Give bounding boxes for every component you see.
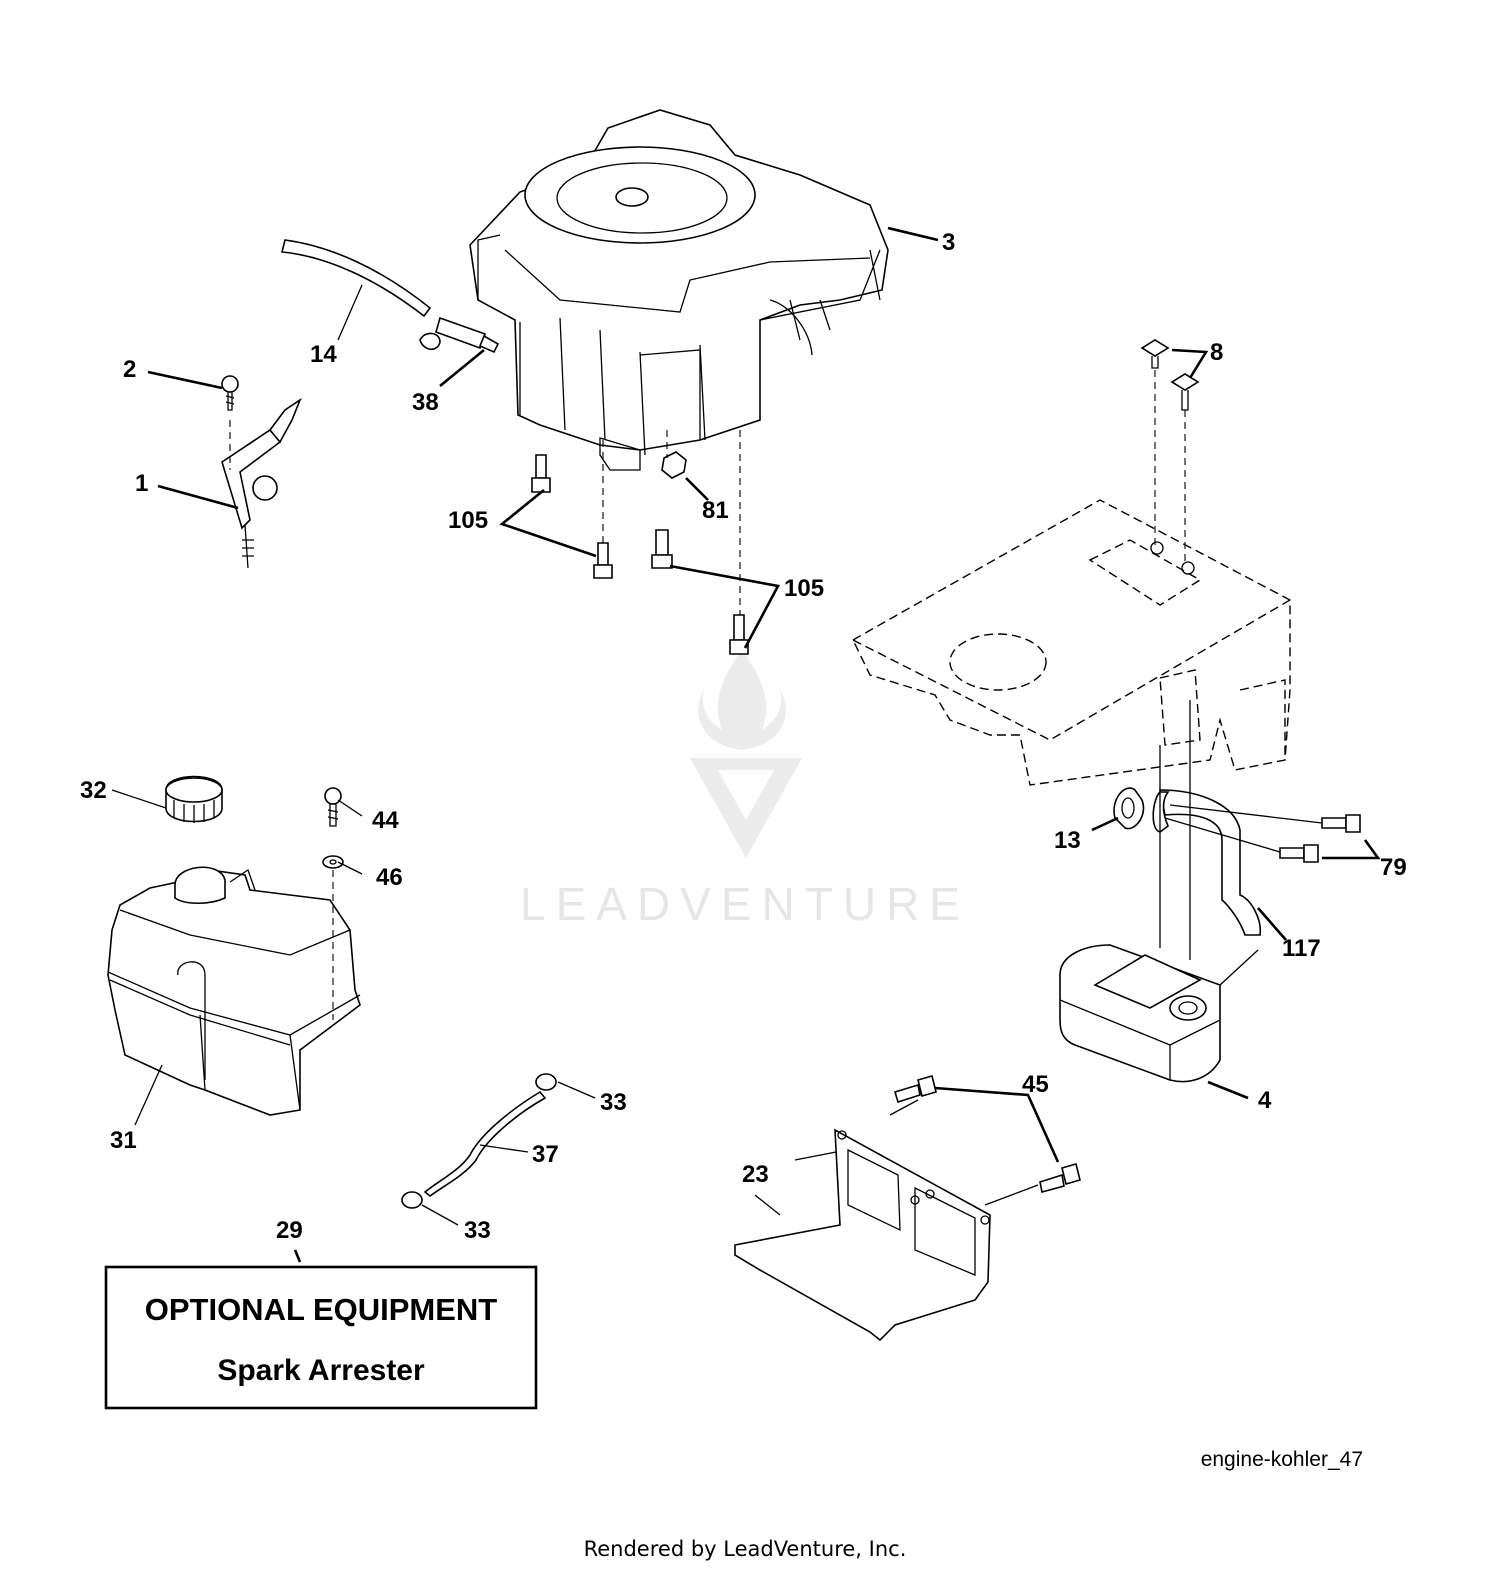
callout-117: 117 [1282,935,1321,962]
callout-leaders [111,226,1381,1263]
bolt-79-b [1279,844,1319,863]
callout-14: 14 [310,341,337,368]
callout-29: 29 [276,1217,303,1244]
fuel-filter-38 [419,316,500,354]
callout-23: 23 [742,1161,769,1188]
bolt-105-b [593,542,613,579]
bolt-45-b [1039,1163,1081,1193]
fuel-cap-32 [165,775,223,823]
callout-labels: 1 2 3 4 8 13 14 23 29 31 32 33 33 37 38 … [80,229,1407,1244]
render-credit: Rendered by LeadVenture, Inc. [584,1537,907,1561]
gasket-13 [1113,787,1145,830]
bolt-105-c [651,529,673,569]
callout-33-upper: 33 [600,1089,627,1116]
heat-shield-23 [734,1099,1039,1342]
screw-2 [221,375,239,411]
callout-8: 8 [1210,339,1223,366]
optional-equipment-subtitle: Spark Arrester [217,1354,425,1387]
callout-1: 1 [135,470,148,497]
callout-45: 45 [1022,1071,1049,1098]
frame-outline [852,499,1291,786]
bolt-79-a [1321,814,1361,833]
leadventure-watermark: LEADVENTURE [520,650,970,930]
callout-37: 37 [532,1141,559,1168]
callout-4: 4 [1258,1087,1272,1114]
bolt-105-d [729,614,749,655]
screw-44 [324,787,342,827]
fuel-hose-37 [423,1090,547,1198]
callout-32: 32 [80,777,107,804]
muffler-4 [1059,944,1259,1083]
callout-79: 79 [1380,854,1407,881]
callout-33-lower: 33 [464,1217,491,1244]
callout-3: 3 [942,229,955,256]
callout-2: 2 [123,356,136,383]
fuel-tank-31 [107,866,361,1116]
washer-46 [322,855,344,869]
callout-81: 81 [702,497,729,524]
bolt-8-b [1170,373,1200,411]
fuel-line-14 [280,239,432,318]
bolt-45-a [894,1075,937,1104]
callout-46: 46 [376,864,403,891]
exhaust-pipe-117 [1152,789,1262,936]
callout-44: 44 [372,807,399,834]
bolt-105-a [531,454,551,493]
callout-105-left: 105 [448,507,488,534]
callout-13: 13 [1054,827,1081,854]
figure-id: engine-kohler_47 [1201,1448,1363,1471]
callout-105-right: 105 [784,575,824,602]
callout-31: 31 [110,1127,137,1154]
optional-equipment-box: OPTIONAL EQUIPMENT Spark Arrester [104,1265,538,1410]
hose-clamp-33-b [401,1191,423,1209]
hose-clamp-33-a [535,1073,557,1091]
throttle-control [221,397,302,569]
optional-equipment-title: OPTIONAL EQUIPMENT [145,1292,498,1327]
engine-assembly [469,109,889,471]
watermark-text: LEADVENTURE [520,878,970,930]
callout-38: 38 [412,389,439,416]
bolt-8-a [1140,339,1170,369]
nut-81 [661,451,687,479]
